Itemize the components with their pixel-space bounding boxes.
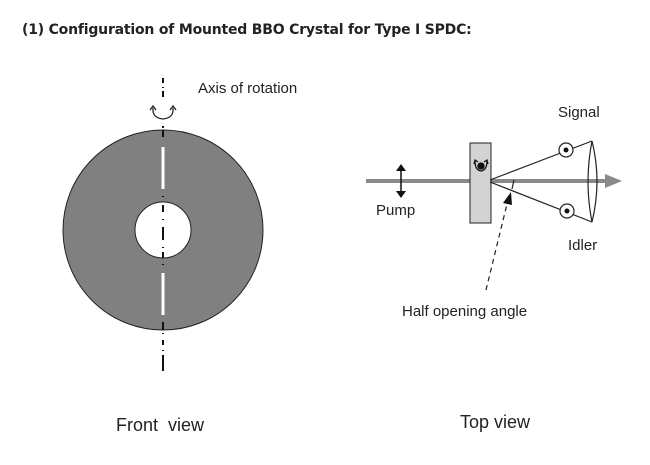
rotation-arrow-icon: [149, 104, 177, 120]
front-view-caption: Front view: [116, 415, 205, 435]
polarization-arrow-icon: [396, 164, 406, 198]
bbo-crystal-side: [469, 142, 492, 224]
idler-label: Idler: [568, 237, 597, 254]
pump-label: Pump: [376, 202, 415, 219]
half-opening-angle-label: Half opening angle: [402, 303, 527, 320]
front-view-diagram: Axis of rotation Front view: [62, 78, 297, 435]
lens-ellipse: [587, 140, 598, 223]
crystal-rotation-icon: [473, 158, 489, 172]
angle-arc: [511, 179, 515, 190]
angle-pointer-dashed: [485, 199, 509, 291]
axis-of-rotation-label: Axis of rotation: [198, 80, 297, 97]
signal-label: Signal: [558, 104, 600, 121]
top-view-diagram: Pump Signal Idler Half opening angle Top…: [366, 104, 622, 432]
figure-title: (1) Configuration of Mounted BBO Crystal…: [22, 22, 472, 38]
beam-arrowhead-icon: [605, 174, 622, 188]
top-view-caption: Top view: [460, 412, 531, 432]
